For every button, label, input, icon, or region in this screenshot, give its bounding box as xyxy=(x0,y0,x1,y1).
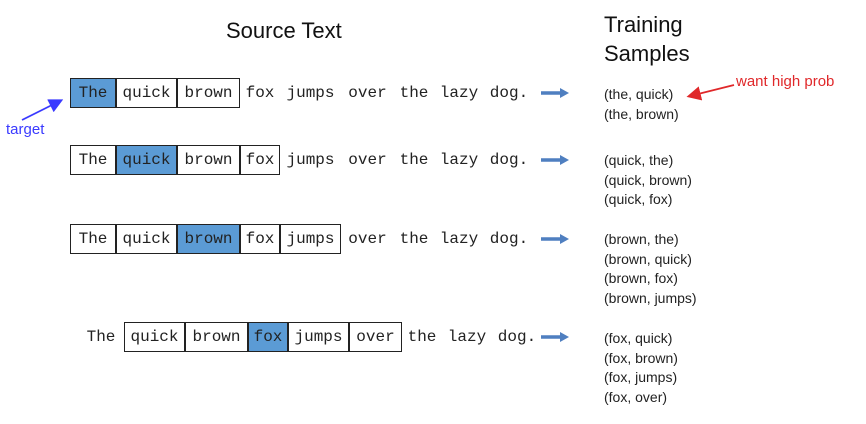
context-word: quick xyxy=(130,328,179,346)
sentence-word: over xyxy=(348,84,387,102)
word-cell-divider xyxy=(287,322,289,352)
sentence-word: lazy xyxy=(439,151,479,169)
training-sample-pair: (brown, fox) xyxy=(604,270,678,286)
training-samples-title-line2: Samples xyxy=(604,41,690,66)
sentence-word: lazy xyxy=(439,84,479,102)
training-sample-pair: (fox, quick) xyxy=(604,330,673,346)
training-sample-pair: (fox, over) xyxy=(604,388,668,405)
target-word: quick xyxy=(122,151,171,169)
target-word: brown xyxy=(184,230,233,248)
context-word: brown xyxy=(184,151,233,169)
training-sample-pair: (quick, fox) xyxy=(604,191,673,207)
right-arrow-icon xyxy=(541,234,569,244)
training-sample-pair: (quick, brown) xyxy=(604,171,692,188)
word-cell-divider xyxy=(176,145,178,175)
want-high-prob-annotation: want high prob xyxy=(736,73,835,90)
sentence-word: jumps xyxy=(286,151,335,169)
training-samples-list: (quick, the) (quick, brown) (quick, fox) xyxy=(604,151,692,210)
right-arrow-icon xyxy=(541,88,569,98)
training-sample-pair: (the, brown) xyxy=(604,105,679,122)
training-sample-pair: (brown, the) xyxy=(604,231,679,247)
sentence-word: dog. xyxy=(497,328,537,346)
training-samples-list: (the, quick) (the, brown) xyxy=(604,85,679,124)
right-arrow-icon xyxy=(541,155,569,165)
context-word: The xyxy=(78,151,108,169)
word-cell-divider xyxy=(279,224,281,254)
word-cell-divider xyxy=(115,224,117,254)
sentence-word: fox xyxy=(245,84,275,102)
word-cell-divider xyxy=(176,78,178,108)
target-word: The xyxy=(78,84,108,102)
training-samples-list: (fox, quick) (fox, brown) (fox, jumps) (fox… xyxy=(604,329,678,407)
training-sample-pair: (fox, jumps) xyxy=(604,369,678,385)
sentence-word: dog. xyxy=(489,84,529,102)
right-arrow-icon xyxy=(541,332,569,342)
sentence-word: the xyxy=(399,84,429,102)
training-sample-pair: (the, quick) xyxy=(604,86,674,102)
sentence-word: dog. xyxy=(489,151,529,169)
training-samples-title: Training Samples xyxy=(604,10,690,68)
context-word: brown xyxy=(184,84,233,102)
word-cell-divider xyxy=(115,78,117,108)
training-sample-pair: (fox, brown) xyxy=(604,349,678,366)
training-samples-title-line1: Training xyxy=(604,12,683,37)
training-sample-pair: (brown, jumps) xyxy=(604,289,697,306)
word-cell-divider xyxy=(247,322,249,352)
sentence-word: The xyxy=(86,328,116,346)
context-word: quick xyxy=(122,230,171,248)
sentence-word: over xyxy=(348,151,387,169)
sentence-word: jumps xyxy=(286,84,335,102)
word-cell-divider xyxy=(348,322,350,352)
sentence-word: dog. xyxy=(489,230,529,248)
training-sample-pair: (quick, the) xyxy=(604,152,674,168)
word-cell-divider xyxy=(115,145,117,175)
context-word: jumps xyxy=(294,328,343,346)
target-arrow-line xyxy=(21,99,64,121)
sentence-word: the xyxy=(407,328,437,346)
context-word: fox xyxy=(245,151,275,169)
sentence-word: lazy xyxy=(447,328,487,346)
context-word: over xyxy=(356,328,395,346)
context-word: quick xyxy=(122,84,171,102)
sentence-word: over xyxy=(348,230,387,248)
word-cell-divider xyxy=(176,224,178,254)
high-prob-arrow-line xyxy=(686,84,735,101)
sentence-word: the xyxy=(399,151,429,169)
context-word: jumps xyxy=(286,230,335,248)
training-samples-list: (brown, the) (brown, quick) (brown, fox) (b… xyxy=(604,230,697,308)
sentence-word: the xyxy=(399,230,429,248)
source-text-title: Source Text xyxy=(226,18,342,43)
word-cell-divider xyxy=(184,322,186,352)
context-word: brown xyxy=(192,328,241,346)
target-word: fox xyxy=(253,328,283,346)
context-word: The xyxy=(78,230,108,248)
context-word: fox xyxy=(245,230,275,248)
word-cell-divider xyxy=(239,145,241,175)
word-cell-divider xyxy=(239,224,241,254)
target-annotation: target xyxy=(6,121,45,138)
training-sample-pair: (brown, quick) xyxy=(604,250,692,267)
sentence-word: lazy xyxy=(439,230,479,248)
